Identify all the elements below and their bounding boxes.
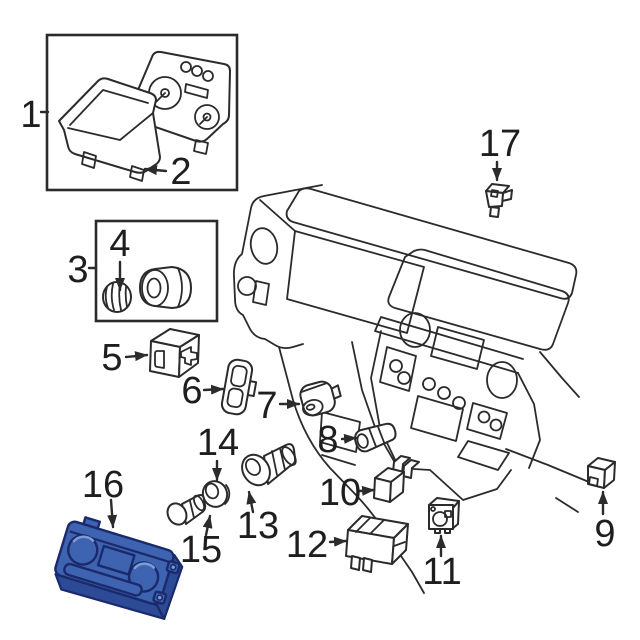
- part-2-cluster-lens: [58, 77, 161, 182]
- part-13-knob: [241, 443, 297, 487]
- part-label-6: 6: [181, 370, 202, 412]
- part-label-16: 16: [82, 464, 124, 506]
- callout-box-3-frame: [94, 219, 219, 323]
- leader-13: [246, 490, 257, 514]
- part-16-climate-control-highlighted: [54, 516, 184, 620]
- part-label-14: 14: [197, 422, 239, 464]
- part-label-15: 15: [180, 529, 222, 571]
- part-label-10: 10: [319, 472, 361, 514]
- dashboard-artwork: [233, 184, 590, 594]
- leader-6: [202, 384, 225, 395]
- part-label-5: 5: [101, 337, 122, 379]
- part-6-switch: [220, 358, 258, 416]
- part-5-switch: [149, 328, 200, 378]
- part-label-2: 2: [170, 151, 191, 193]
- part-label-13: 13: [237, 505, 279, 547]
- leader-12: [328, 536, 348, 547]
- part-label-1: 1: [20, 94, 41, 136]
- part-15-knob: [166, 494, 207, 526]
- part-3-large-knob: [139, 266, 192, 309]
- part-label-17: 17: [479, 123, 521, 165]
- part-label-3: 3: [67, 249, 88, 291]
- part-1-instrument-cluster: [134, 50, 231, 155]
- part-9-clip: [587, 457, 616, 489]
- leader-lines: [39, 110, 608, 558]
- leader-10: [358, 485, 376, 496]
- part-label-4: 4: [109, 223, 130, 265]
- callout-box-3: [94, 219, 219, 323]
- part-8-switch: [354, 422, 397, 453]
- part-7-switch: [299, 380, 342, 417]
- part-11-switch: [428, 497, 460, 534]
- part-10-switch: [373, 455, 420, 503]
- leader-5: [124, 351, 149, 362]
- part-4-small-knob: [102, 281, 132, 313]
- part-17-clip: [485, 183, 513, 218]
- leader-2: [143, 165, 168, 176]
- leader-8: [340, 433, 358, 444]
- part-label-7: 7: [256, 385, 277, 427]
- part-labels: 1 2 3 4 5 6 7 8 9 10 11 12 13 14 15 16 1…: [20, 94, 615, 593]
- callout-box-1: [45, 33, 239, 192]
- part-12-switch: [345, 515, 409, 573]
- leader-15: [202, 514, 213, 537]
- part-label-12: 12: [286, 524, 328, 566]
- part-label-11: 11: [422, 551, 461, 593]
- part-label-8: 8: [317, 419, 338, 461]
- leader-16: [107, 498, 118, 529]
- part-label-9: 9: [594, 513, 615, 555]
